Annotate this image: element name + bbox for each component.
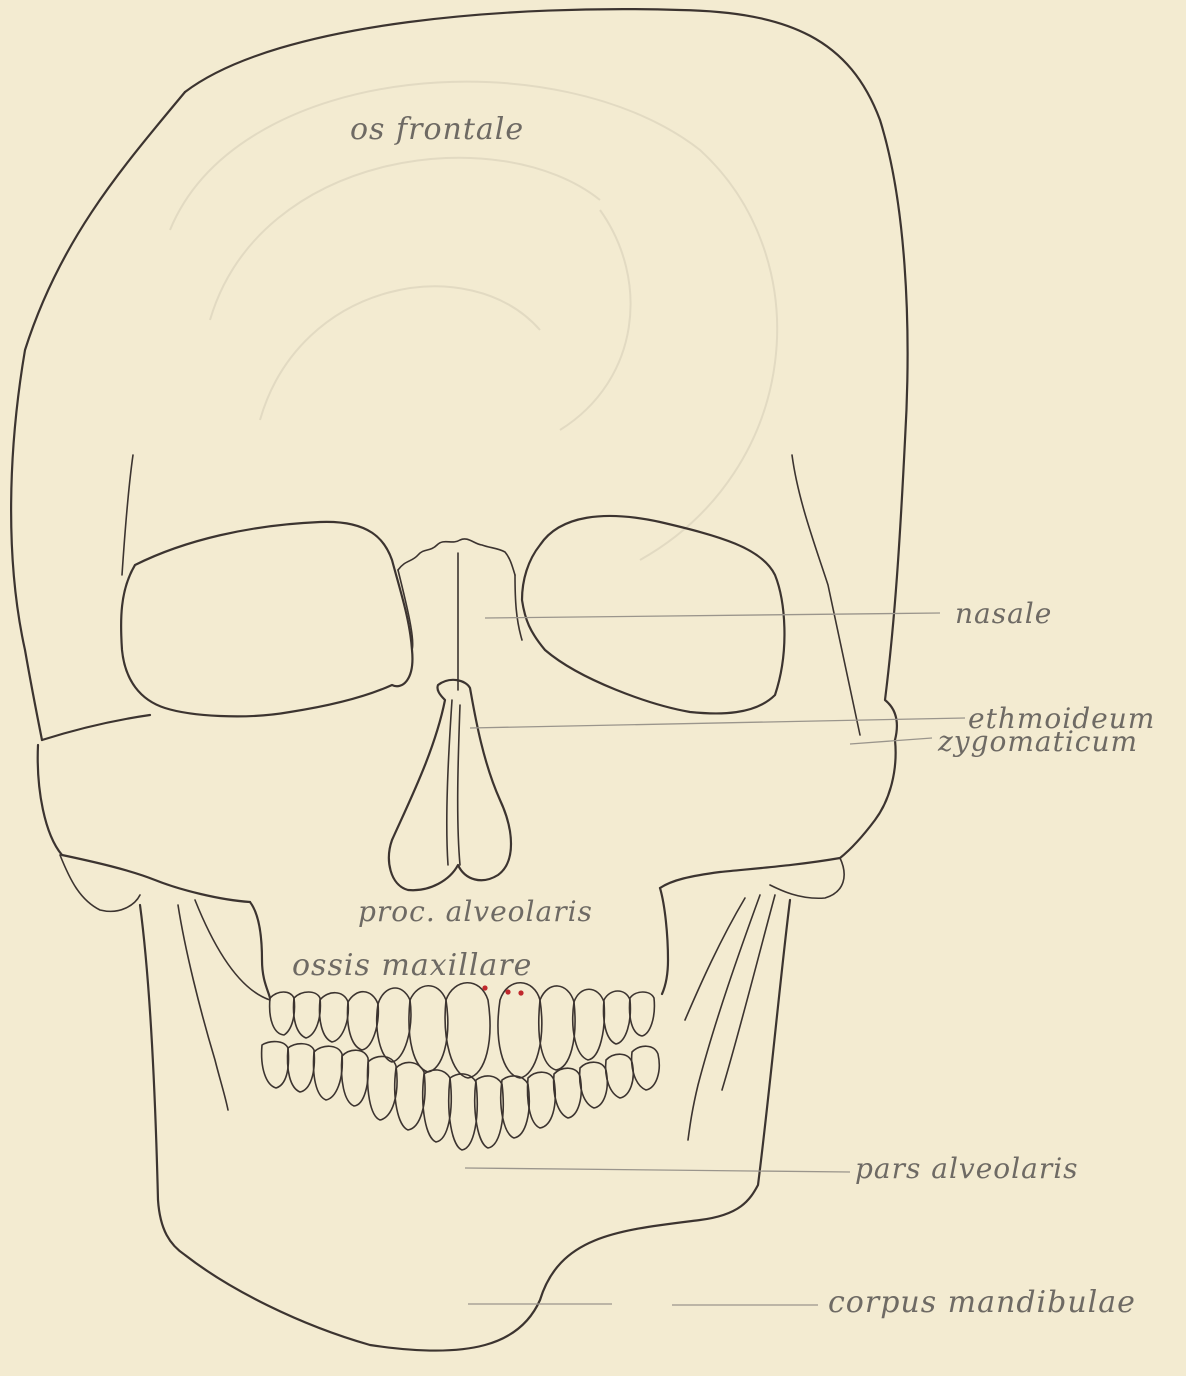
- mandible-ramus-line-left: [178, 905, 228, 1110]
- label-nasale: nasale: [955, 597, 1052, 630]
- leader-ethmoideum: [470, 718, 965, 728]
- leader-zygomaticum: [850, 738, 932, 744]
- leader-pars-alveolaris: [465, 1168, 850, 1172]
- mandible-ramus-line-right: [688, 895, 760, 1140]
- maxilla-right-lower: [770, 858, 844, 898]
- temporal-line-left: [122, 455, 133, 575]
- mandible-ramus-line-right-2: [685, 898, 745, 1020]
- nasal-bone-right: [515, 575, 522, 640]
- label-zygomaticum: zygomaticum: [938, 725, 1138, 758]
- mandible-ramus-line-left-2: [195, 900, 270, 1000]
- leader-nasale: [485, 613, 940, 618]
- label-corpus-mandibulae: corpus mandibulae: [828, 1285, 1136, 1320]
- nasal-bone-suture: [398, 539, 515, 575]
- cranium-left-side: [11, 92, 185, 740]
- nasal-aperture: [389, 680, 511, 890]
- upper-teeth: [270, 983, 655, 1078]
- lower-teeth: [262, 1042, 660, 1150]
- label-ossis-maxillare: ossis maxillare: [292, 948, 532, 983]
- label-proc-alveolaris: proc. alveolaris: [358, 895, 593, 928]
- nasal-septum: [447, 700, 452, 865]
- bleed-through-sketch: [170, 82, 777, 560]
- cranium-outline: [185, 9, 908, 740]
- label-pars-alveolaris: pars alveolaris: [855, 1152, 1079, 1185]
- zygomatic-left: [38, 715, 250, 902]
- temporal-line-right: [792, 455, 860, 735]
- vomer: [458, 705, 460, 865]
- zygomatic-right: [660, 740, 896, 888]
- orbit-left: [121, 522, 412, 716]
- label-os-frontale: os frontale: [350, 112, 524, 147]
